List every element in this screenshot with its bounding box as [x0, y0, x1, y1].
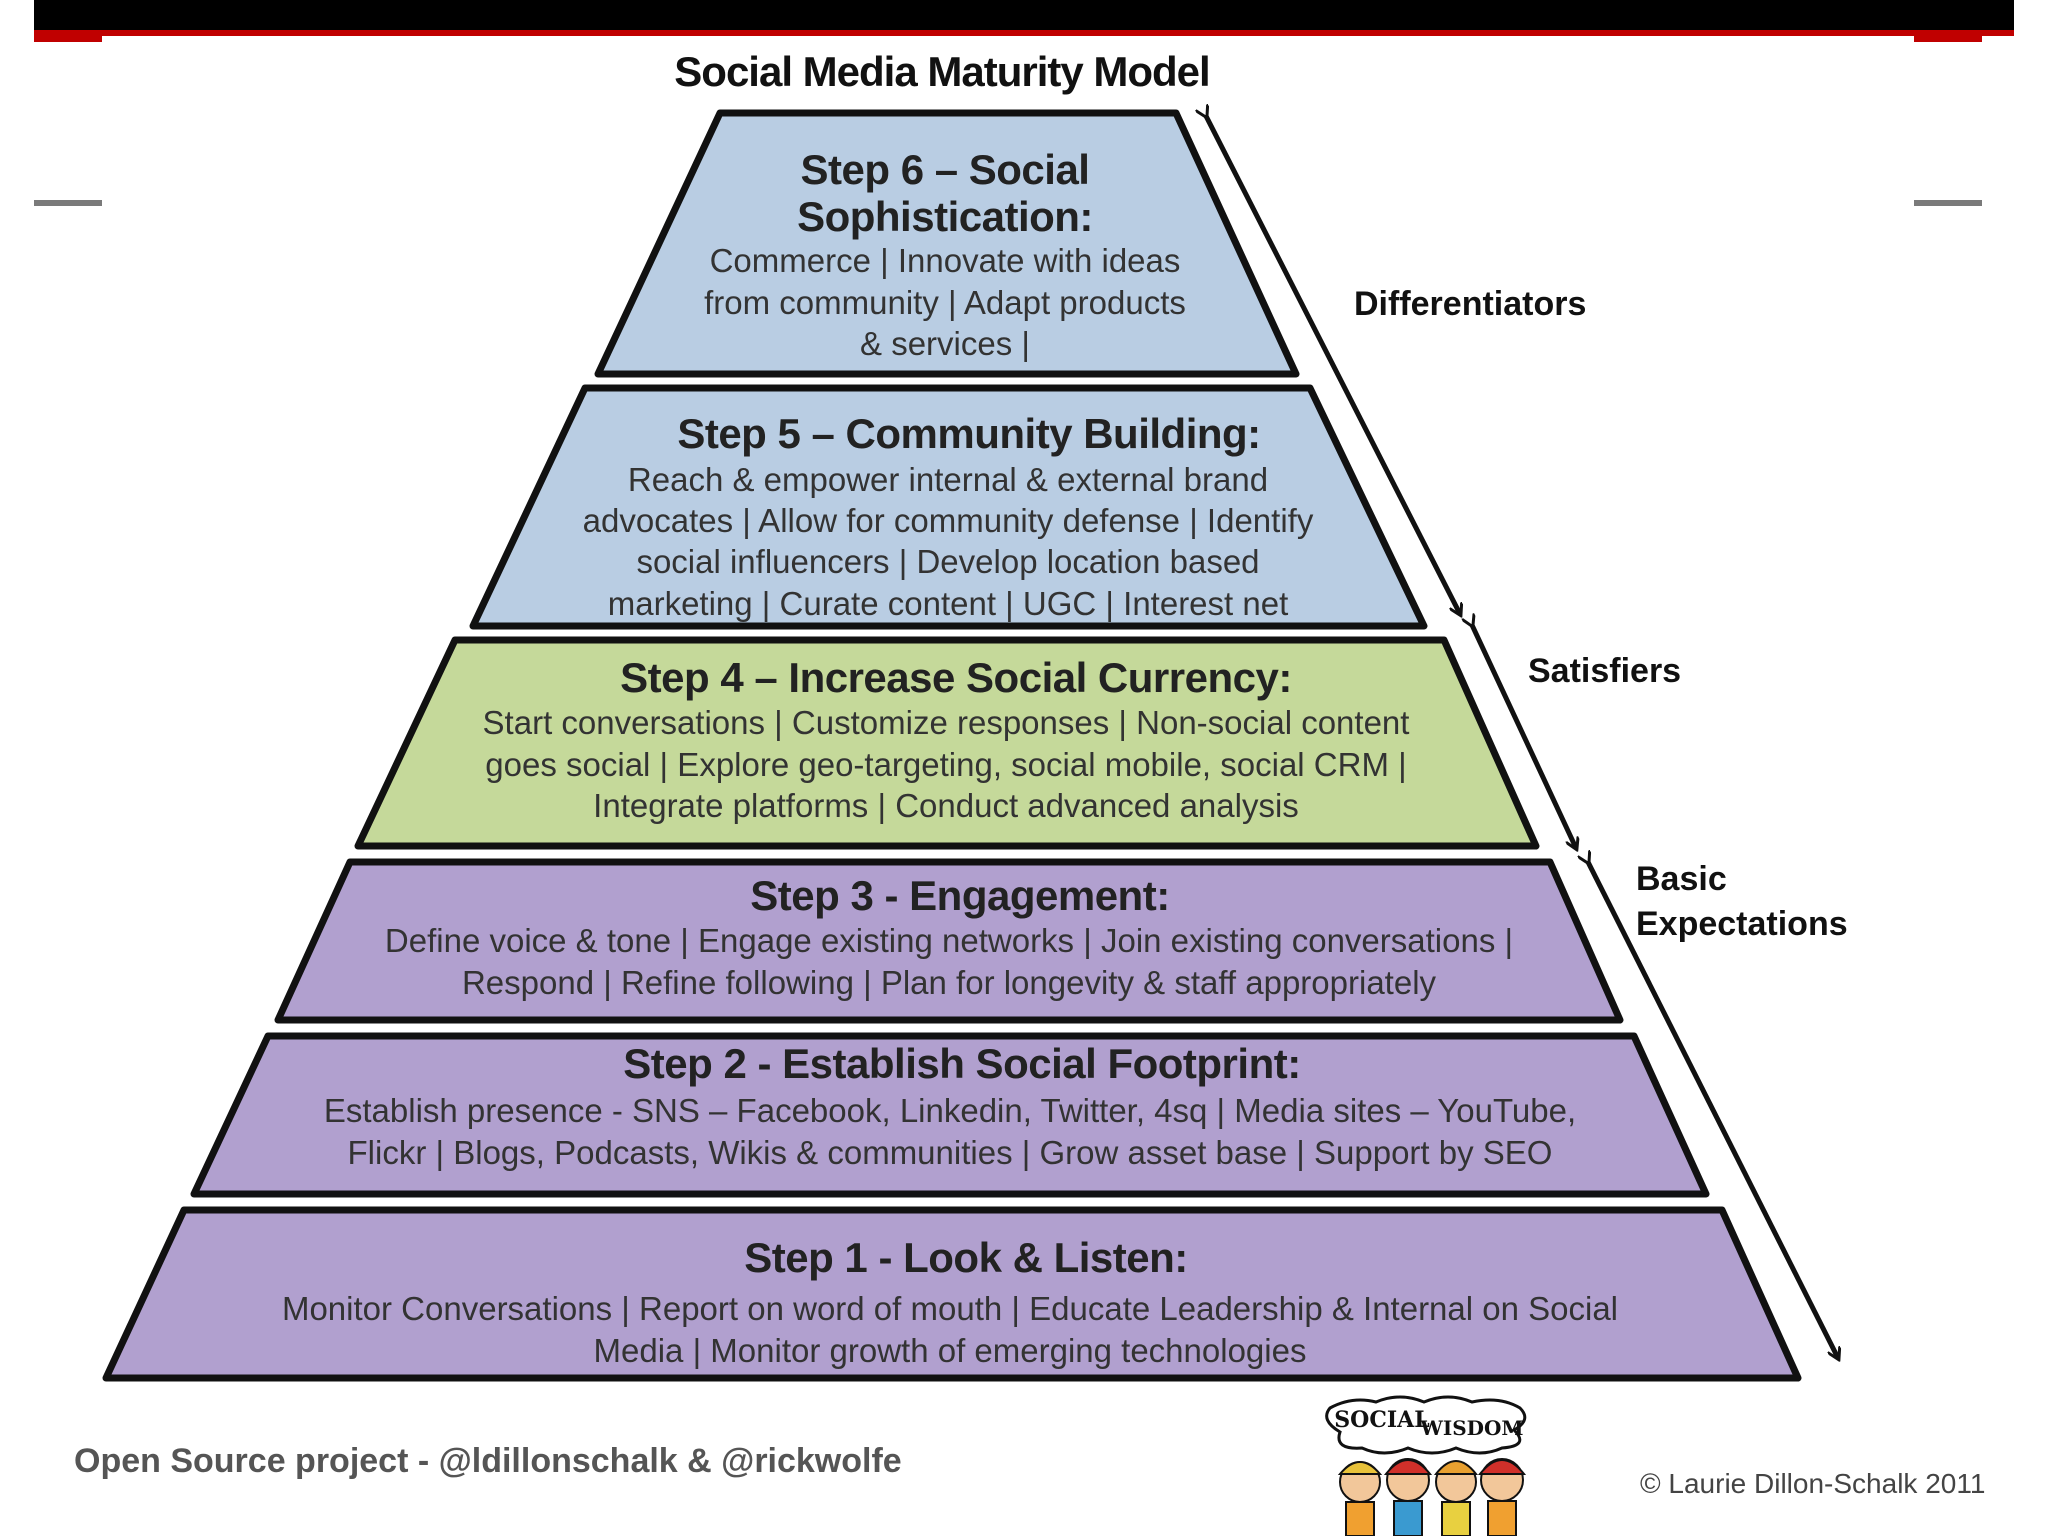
- step-6-body-line-3: & services |: [860, 325, 1030, 362]
- step-3-body-line-1: Define voice & tone | Engage existing ne…: [385, 922, 1513, 959]
- logo-figure-4: [1477, 1458, 1527, 1536]
- step-2-body-line-2: Flickr | Blogs, Podcasts, Wikis & commun…: [348, 1134, 1553, 1171]
- pyramid-step-6: Step 6 – Social Sophistication: Commerce…: [594, 109, 1300, 378]
- pyramid-step-3: Step 3 - Engagement: Define voice & tone…: [274, 858, 1624, 1024]
- step-6-body-line-2: from community | Adapt products: [704, 284, 1186, 321]
- step-6-body-line-1: Commerce | Innovate with ideas: [710, 242, 1181, 279]
- logo-text-wisdom: WISDOM: [1419, 1416, 1523, 1440]
- step-4-body-line-2: goes social | Explore geo-targeting, soc…: [485, 746, 1406, 783]
- footer-copyright: © Laurie Dillon-Schalk 2011: [1640, 1468, 1986, 1499]
- logo-figure-1: [1337, 1461, 1383, 1536]
- pyramid-step-1: Step 1 - Look & Listen: Monitor Conversa…: [102, 1206, 1802, 1382]
- step-3-title: Step 3 - Engagement:: [750, 872, 1169, 919]
- logo-figure-3: [1433, 1460, 1479, 1536]
- step-6-title-line-1: Step 6 – Social: [801, 146, 1090, 193]
- gray-dash-right: [1914, 200, 1982, 206]
- gray-dash-left: [34, 200, 102, 206]
- step-4-body-line-3: Integrate platforms | Conduct advanced a…: [593, 787, 1299, 824]
- footer-credit: Open Source project - @ldillonschalk & @…: [74, 1442, 902, 1480]
- step-5-body-line-1: Reach & empower internal & external bran…: [628, 461, 1268, 498]
- step-5-body-line-4: marketing | Curate content | UGC | Inter…: [608, 585, 1289, 622]
- step-1-body-line-2: Media | Monitor growth of emerging techn…: [594, 1332, 1307, 1369]
- step-5-body-line-2: advocates | Allow for community defense …: [583, 502, 1314, 539]
- differentiators-label: Differentiators: [1354, 285, 1586, 323]
- red-corner-left: [34, 30, 102, 42]
- step-3-body-line-2: Respond | Refine following | Plan for lo…: [462, 964, 1437, 1001]
- step-5-title: Step 5 – Community Building:: [677, 410, 1260, 457]
- red-corner-right: [1914, 30, 1982, 42]
- step-1-title: Step 1 - Look & Listen:: [744, 1234, 1188, 1281]
- step-2-body-line-1: Establish presence - SNS – Facebook, Lin…: [324, 1092, 1576, 1129]
- diagram-title: Social Media Maturity Model: [674, 48, 1209, 95]
- satisfiers-label: Satisfiers: [1528, 652, 1681, 690]
- basic-expectations-arrow: [1588, 862, 1838, 1358]
- step-4-body-line-1: Start conversations | Customize response…: [483, 704, 1410, 741]
- basic-expectations-label-line-2: Expectations: [1636, 905, 1848, 943]
- top-black-bar: [34, 0, 2014, 34]
- step-5-body-line-3: social influencers | Develop location ba…: [636, 543, 1259, 580]
- step-2-title: Step 2 - Establish Social Footprint:: [623, 1040, 1300, 1087]
- step-6-title-line-2: Sophistication:: [797, 193, 1093, 240]
- satisfiers-arrow: [1472, 625, 1576, 848]
- pyramid-step-4: Step 4 – Increase Social Currency: Start…: [354, 636, 1540, 850]
- social-wisdom-logo: SOCIAL WISDOM: [1325, 1395, 1527, 1536]
- pyramid-step-5: Step 5 – Community Building: Reach & emp…: [469, 384, 1428, 630]
- differentiators-arrow: [1206, 116, 1460, 614]
- logo-figure-2: [1383, 1458, 1433, 1536]
- pyramid-step-2: Step 2 - Establish Social Footprint: Est…: [190, 1032, 1710, 1198]
- basic-expectations-label-line-1: Basic: [1636, 860, 1727, 898]
- step-1-body-line-1: Monitor Conversations | Report on word o…: [282, 1290, 1618, 1327]
- logo-text-social: SOCIAL: [1334, 1407, 1429, 1433]
- top-red-rule: [34, 30, 2014, 36]
- step-4-title: Step 4 – Increase Social Currency:: [620, 654, 1292, 701]
